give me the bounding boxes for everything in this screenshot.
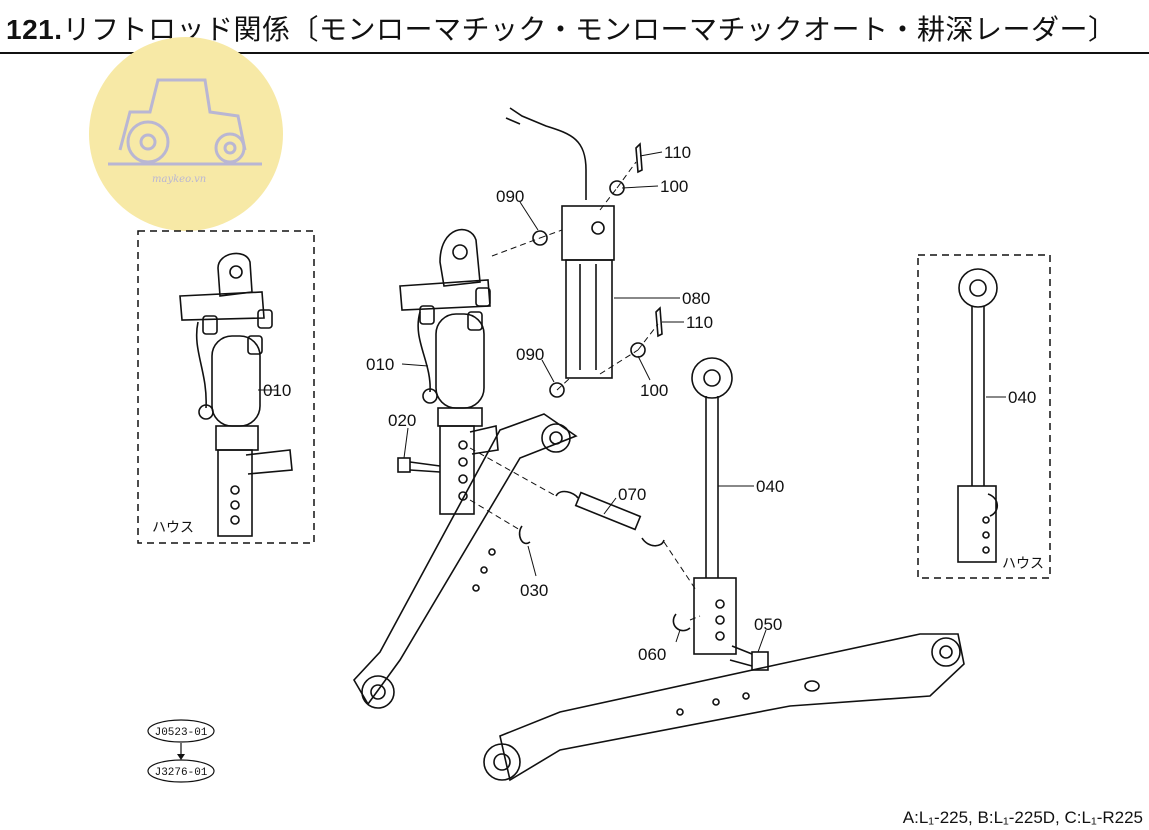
lift-cylinder-left bbox=[179, 252, 293, 537]
label-hous-left: ハウス bbox=[152, 520, 194, 536]
label-020: 020 bbox=[388, 411, 416, 430]
page-title: 121.リフトロッド関係〔モンローマチック・モンローマチックオート・耕深レーダー… bbox=[6, 8, 1116, 48]
lift-cylinder-main bbox=[399, 228, 499, 515]
serial-from-oval bbox=[147, 719, 215, 743]
clip-060 bbox=[672, 613, 691, 632]
serial-from: J0523-01 bbox=[155, 727, 208, 739]
variant-box-left: 010 ハウス bbox=[137, 230, 315, 544]
sensor-080 bbox=[505, 107, 615, 379]
model-footer: A:L₁-225, B:L₁-225D, C:L₁-R225 bbox=[902, 808, 1143, 827]
watermark-text: maykeo.vn bbox=[152, 174, 206, 185]
label-110-lower: 110 bbox=[686, 313, 713, 332]
label-080: 080 bbox=[682, 289, 710, 308]
label-110-upper: 110 bbox=[664, 143, 691, 162]
turnbuckle-070 bbox=[555, 490, 665, 547]
label-050: 050 bbox=[754, 615, 782, 634]
clip-030 bbox=[518, 525, 531, 545]
label-100-upper: 100 bbox=[660, 177, 688, 196]
label-060: 060 bbox=[638, 645, 666, 664]
serial-to: J3276-01 bbox=[155, 767, 208, 779]
lift-rod-main bbox=[691, 357, 737, 655]
label-040-main: 040 bbox=[756, 477, 784, 496]
arrow-down-icon bbox=[177, 754, 185, 760]
serial-codes: J0523-01 J3276-01 bbox=[147, 719, 215, 783]
main-assembly bbox=[353, 107, 965, 782]
lower-link-right bbox=[483, 633, 965, 782]
title-text: リフトロッド関係〔モンローマチック・モンローマチックオート・耕深レーダー〕 bbox=[62, 13, 1117, 46]
label-090-lower: 090 bbox=[516, 345, 544, 364]
lower-link-left bbox=[353, 413, 578, 709]
label-010-main: 010 bbox=[366, 355, 394, 374]
pin-020 bbox=[397, 457, 441, 473]
leader-lines bbox=[401, 151, 767, 653]
label-hous-right: ハウス bbox=[1002, 556, 1044, 572]
lift-rod-right bbox=[957, 268, 999, 563]
title-number: 121. bbox=[6, 14, 63, 45]
title-underline bbox=[0, 52, 1149, 54]
label-070: 070 bbox=[618, 485, 646, 504]
label-040-right: 040 bbox=[1008, 388, 1036, 407]
pin-110-lower bbox=[655, 306, 663, 338]
serial-to-oval bbox=[147, 759, 215, 783]
washer-090-upper bbox=[532, 230, 548, 246]
watermark-circle bbox=[89, 37, 283, 231]
variant-box-right: 040 ハウス bbox=[917, 254, 1051, 579]
label-030: 030 bbox=[520, 581, 548, 600]
pin-050 bbox=[729, 645, 769, 671]
label-100-lower: 100 bbox=[640, 381, 668, 400]
washer-090-lower bbox=[549, 382, 565, 398]
tractor-icon bbox=[108, 78, 262, 166]
label-090-upper: 090 bbox=[496, 187, 524, 206]
watermark: maykeo.vn bbox=[89, 37, 283, 231]
pin-110-upper bbox=[635, 142, 643, 174]
assembly-lines bbox=[469, 161, 701, 621]
